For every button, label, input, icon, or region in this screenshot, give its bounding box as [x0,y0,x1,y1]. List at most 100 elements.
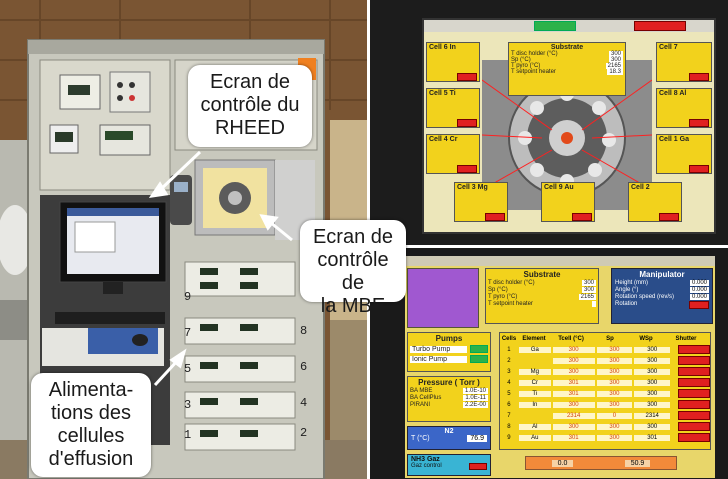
psu-label-2: 2 [300,426,308,440]
shutter-button[interactable] [678,422,710,431]
pressure-label: BA CellPlus [410,395,442,401]
manip-val: 0.000 [689,280,709,286]
bottom-screen-photo: Substrate T disc holder (°C)300 Sp (°C)3… [370,248,728,479]
top-cell-5: Cell 5 Ti [426,88,480,128]
top-cell-shutter[interactable] [689,165,709,173]
table-cell: 300 [634,368,671,375]
table-cell: 2314 [552,412,595,419]
psu-label-7: 7 [184,326,192,340]
pump-label: Ionic Pump [410,355,467,363]
gaz-control-button[interactable] [469,463,487,470]
table-cell: 5 [507,390,511,397]
shutter-button[interactable] [678,378,710,387]
top-cell-shutter[interactable] [485,213,505,221]
table-cell: 300 [596,390,633,397]
top-cell-name: Cell 3 [457,184,476,191]
shutter-button[interactable] [678,389,710,398]
top-cell-name: Cell 6 [429,44,448,51]
table-cell: 300 [634,423,671,430]
shutter-button[interactable] [678,400,710,409]
callout-rheed-line: RHEED [214,117,285,139]
manip-val: 0.000 [689,287,709,293]
footer-value: 0.0 [551,459,574,467]
table-cell: 300 [552,346,595,353]
top-cell-element: In [449,44,456,51]
top-screen-toolbar [424,20,714,32]
footer-value: 50.9 [624,459,651,467]
table-header-cell: Tcell (°C) [558,335,584,342]
pressure-val: 1.0E-10 [462,388,488,394]
shutter-button[interactable] [678,345,710,354]
callout-rheed-line: Ecran de [209,71,291,93]
callout-psu: Alimenta- tions des cellules d'effusion [31,373,151,477]
table-cell: 300 [552,423,595,430]
top-cell-4: Cell 4 Cr [426,134,480,174]
table-cell: 301 [552,390,595,397]
top-cell-element: Mg [477,184,488,191]
top-cell-name: Cell 9 [544,184,563,191]
manipulator-title: Manipulator [639,270,685,279]
table-cell: 2 [507,357,511,364]
shutter-button[interactable] [678,367,710,376]
table-cell: 4 [507,379,511,386]
top-cell-9: Cell 9 Au [541,182,595,222]
shutter-button[interactable] [678,433,710,442]
bottom-screen: Substrate T disc holder (°C)300 Sp (°C)3… [405,256,715,478]
table-header-cell: Element [522,335,546,342]
table-cell: 300 [634,346,671,353]
top-cell-name: Cell 4 [429,136,448,143]
top-cell-1: Cell 1 Ga [656,134,712,174]
rotation-button[interactable] [689,301,709,309]
table-cell: 300 [596,379,633,386]
psu-label-3: 3 [184,398,192,412]
top-cell-name: Cell 5 [429,90,448,97]
psu-label-5: 5 [184,362,192,376]
top-cell-shutter[interactable] [689,119,709,127]
top-cell-shutter[interactable] [457,119,477,127]
bottom-status-block [407,268,479,328]
turbo-pump-button[interactable] [470,345,488,353]
n2-label: T (°C) [411,435,430,442]
bottom-sub-row: Sp (°C) [488,287,508,293]
top-cell-shutter[interactable] [689,73,709,81]
table-header: Cells Element Tcell (°C) Sp WSp Shutter [500,333,710,344]
pressure-val: 2.2E-00 [462,402,488,408]
table-cell: 301 [552,379,595,386]
top-cell-element: Al [679,90,687,97]
psu-label-6: 6 [300,360,308,374]
nh3-row: Gaz control [411,463,442,469]
top-cell-shutter[interactable] [457,73,477,81]
table-cell: Au [518,434,551,441]
top-cell-name: Cell 2 [631,184,650,191]
table-cell: Cr [518,379,551,386]
top-cell-shutter[interactable] [457,165,477,173]
table-header-cell: Shutter [675,335,697,342]
bottom-sub-val [592,301,596,307]
ionic-pump-button[interactable] [470,355,488,363]
top-cell-shutter[interactable] [572,213,592,221]
psu-label-4: 4 [300,396,308,410]
bottom-sub-row: T setpoint heater [488,301,533,307]
bottom-manipulator-panel: Manipulator Height (mm)0.000 Angle (°)0.… [611,268,713,324]
top-toolbar-green [534,21,576,31]
callout-rheed-line: contrôle du [200,94,300,116]
callout-mbe: Ecran de contrôle de la MBE [300,220,406,317]
callout-mbe-line: contrôle de [317,249,389,294]
callout-psu-line: Alimenta- [48,379,134,401]
callout-psu-line: cellules [57,425,125,447]
bottom-nh3-panel: NH3 Gaz Gaz control [407,454,491,476]
shutter-button[interactable] [678,356,710,365]
bottom-sub-val: 2165 [578,294,596,300]
table-cell: 300 [596,423,633,430]
table-cell: 7 [507,412,511,419]
pressure-title: Pressure ( Torr ) [418,378,480,387]
callout-mbe-line: la MBE [320,295,386,317]
top-cell-shutter[interactable] [659,213,679,221]
shutter-button[interactable] [678,411,710,420]
